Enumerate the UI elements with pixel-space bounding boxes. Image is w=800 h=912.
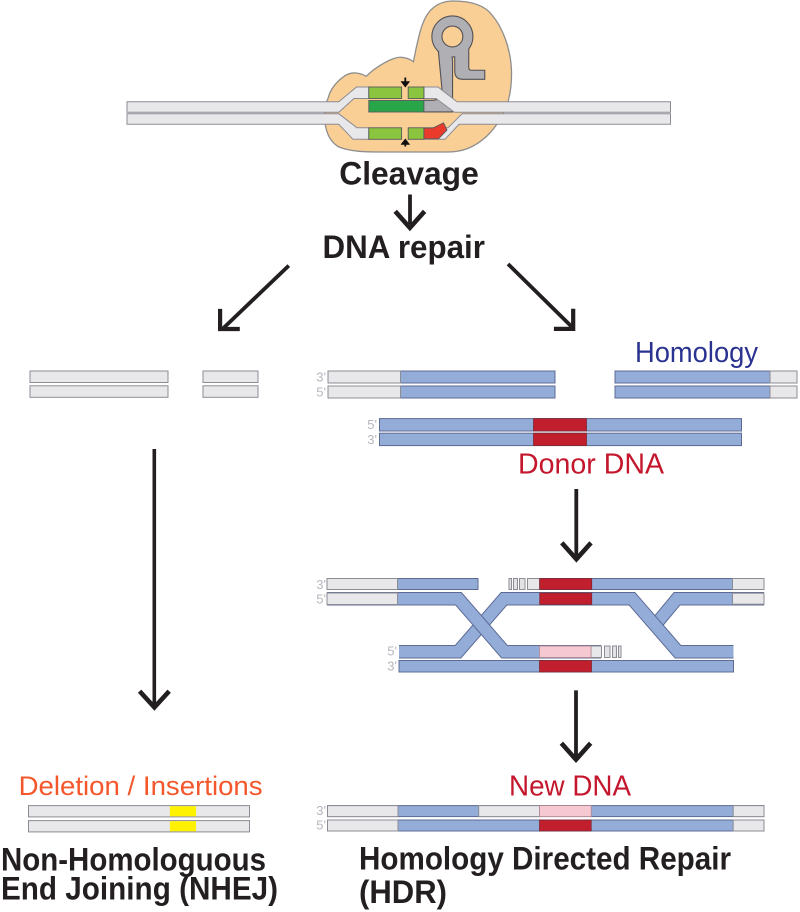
svg-text:3': 3': [367, 432, 377, 447]
svg-text:5': 5': [316, 818, 326, 833]
svg-text:Deletion / Insertions: Deletion / Insertions: [19, 771, 263, 801]
svg-text:5': 5': [316, 384, 326, 399]
svg-text:Cleavage: Cleavage: [339, 156, 479, 192]
svg-text:Homology Directed Repair: Homology Directed Repair: [359, 841, 731, 877]
svg-text:End Joining (NHEJ): End Joining (NHEJ): [1, 871, 278, 907]
svg-text:3': 3': [316, 577, 326, 592]
svg-text:3': 3': [316, 370, 326, 385]
svg-text:5': 5': [316, 592, 326, 607]
svg-text:DNA repair: DNA repair: [322, 229, 485, 265]
svg-text:5': 5': [367, 417, 377, 432]
svg-text:Non-Homologuous: Non-Homologuous: [1, 842, 266, 878]
svg-text:3': 3': [316, 803, 326, 818]
svg-text:3': 3': [387, 658, 397, 673]
svg-text:Donor DNA: Donor DNA: [518, 449, 664, 481]
svg-text:Homology: Homology: [635, 337, 758, 369]
svg-text:5': 5': [387, 644, 397, 659]
svg-text:New DNA: New DNA: [509, 771, 631, 803]
svg-text:(HDR): (HDR): [359, 874, 447, 910]
